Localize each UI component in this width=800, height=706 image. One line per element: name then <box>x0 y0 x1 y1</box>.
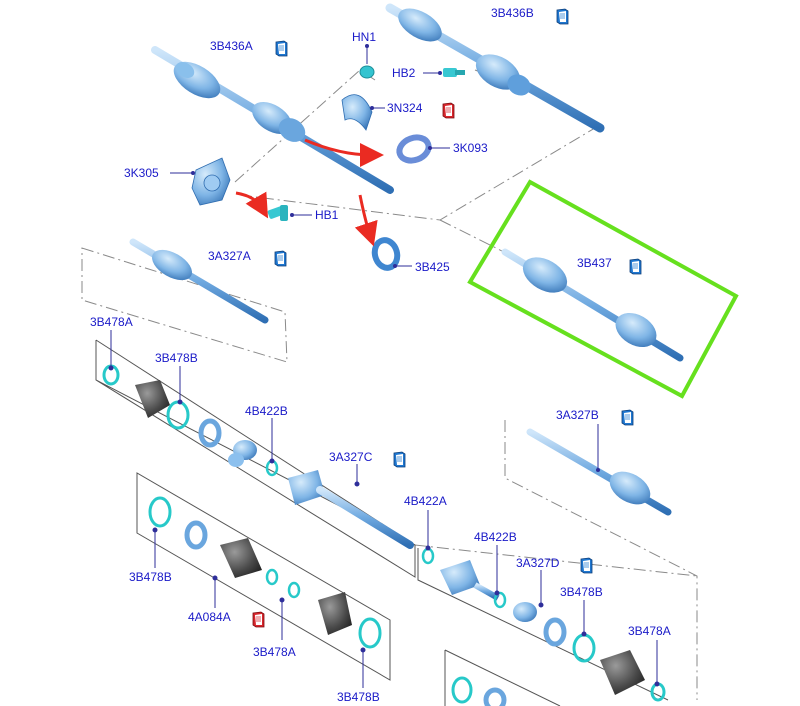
label-3b478a-3[interactable]: 3B478A <box>253 645 296 659</box>
label-3n324[interactable]: 3N324 <box>387 101 423 115</box>
leaders-set-2 <box>425 510 660 687</box>
parts-set-4 <box>451 676 507 706</box>
label-3k305[interactable]: 3K305 <box>124 166 159 180</box>
shaft-3a327a <box>129 238 269 324</box>
book-blue-icon[interactable] <box>392 451 407 468</box>
label-3b478a-2[interactable]: 3B478A <box>628 624 671 638</box>
label-3b436a[interactable]: 3B436A <box>210 39 253 53</box>
shaft-3b436b <box>385 3 605 133</box>
label-4a084a[interactable]: 4A084A <box>188 610 231 624</box>
bolt-hb2 <box>423 68 465 77</box>
label-3b425[interactable]: 3B425 <box>415 260 450 274</box>
label-hb2[interactable]: HB2 <box>392 66 416 80</box>
frame-set-1-outline <box>95 339 416 546</box>
frame-set-4 <box>444 649 561 706</box>
seal-3b425 <box>371 237 412 271</box>
label-3b478b-3[interactable]: 3B478B <box>129 570 172 584</box>
seal-3k093 <box>396 134 450 164</box>
frame-set-3 <box>136 472 391 681</box>
book-red-icon[interactable] <box>441 102 456 119</box>
label-4b422a[interactable]: 4B422A <box>404 494 447 508</box>
label-hn1[interactable]: HN1 <box>352 30 377 44</box>
label-4b422b-1[interactable]: 4B422B <box>245 404 288 418</box>
label-hb1[interactable]: HB1 <box>315 208 339 222</box>
label-3b437[interactable]: 3B437 <box>577 256 612 270</box>
label-3a327d[interactable]: 3A327D <box>516 556 560 570</box>
parts-set-2 <box>421 547 666 702</box>
bracket-3k305 <box>170 157 231 206</box>
parts-set-1 <box>102 364 414 549</box>
leaders-set-3 <box>152 527 366 688</box>
label-3b436b[interactable]: 3B436B <box>491 6 534 20</box>
nut-hn1 <box>359 44 375 79</box>
label-3a327c[interactable]: 3A327C <box>329 450 373 464</box>
book-blue-icon[interactable] <box>555 8 570 25</box>
motion-arrows <box>235 138 384 247</box>
label-4b422b-2[interactable]: 4B422B <box>474 530 517 544</box>
book-blue-icon[interactable] <box>628 258 643 275</box>
book-blue-icon[interactable] <box>274 40 289 57</box>
label-3b478b-2[interactable]: 3B478B <box>560 585 603 599</box>
parts-set-3 <box>148 496 382 649</box>
highlight-box <box>467 179 739 399</box>
book-blue-icon[interactable] <box>620 409 635 426</box>
label-3a327b[interactable]: 3A327B <box>556 408 599 422</box>
bolt-hb1 <box>267 205 312 221</box>
construction-lines <box>81 69 698 700</box>
label-3a327a[interactable]: 3A327A <box>208 249 251 263</box>
shaft-3b437 <box>501 248 684 362</box>
label-3b478b-4[interactable]: 3B478B <box>337 690 380 704</box>
shaft-3b436a <box>151 46 394 194</box>
shaft-3a327b <box>526 424 672 516</box>
book-blue-icon[interactable] <box>579 557 594 574</box>
bracket-3n324 <box>341 94 385 131</box>
leaders-set-1 <box>108 330 360 487</box>
label-3b478a-1[interactable]: 3B478A <box>90 315 133 329</box>
label-3k093[interactable]: 3K093 <box>453 141 488 155</box>
label-3b478b-1[interactable]: 3B478B <box>155 351 198 365</box>
book-red-icon[interactable] <box>251 611 266 628</box>
book-blue-icon[interactable] <box>273 250 288 267</box>
